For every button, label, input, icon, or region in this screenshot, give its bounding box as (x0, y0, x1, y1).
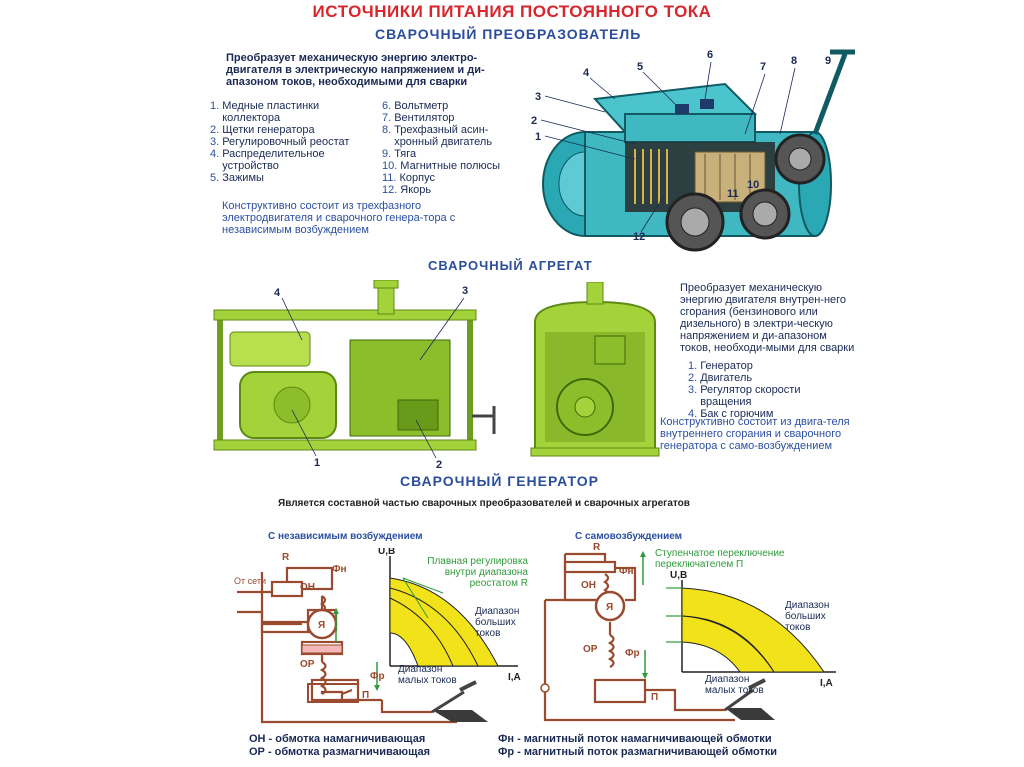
generator-heading: СВАРОЧНЫЙ ГЕНЕРАТОР (400, 473, 599, 489)
legend-item: 11.Корпус (382, 172, 435, 184)
legend-item: 12.Якорь (382, 184, 432, 196)
legend-item: 6.Вольтметр (382, 100, 449, 112)
converter-description: Преобразует механическую энергию электро… (226, 52, 485, 88)
legend-item: 7.Вентилятор (382, 112, 455, 124)
legend-item: 4.Бак с горючим (688, 408, 774, 420)
right-vi-chart: U,B I,A (666, 570, 836, 689)
legend-item: 3.Регулятор скорости вращения (688, 384, 801, 408)
converter-note: Конструктивно состоит из трехфазного эле… (222, 200, 456, 236)
label-P: П (651, 692, 658, 703)
label-fp: Фр (370, 671, 385, 682)
left-range-small: Диапазон малых токов (398, 664, 457, 686)
converter-legend-col1: 1.Медные пластинки коллектора 2.Щетки ге… (210, 100, 380, 184)
label-R: R (593, 542, 601, 553)
label-OH: ОН (581, 580, 596, 591)
footer-left-1: ОН - обмотка намагничивающая (249, 733, 426, 745)
aggregate-note: Конструктивно состоит из двига-теля внут… (660, 416, 850, 452)
legend-item: 3.Регулировочный реостат (210, 136, 350, 148)
legend-item: 10.Магнитные полюсы (382, 160, 501, 172)
callout-12: 12 (633, 231, 645, 243)
callout-1: 1 (314, 457, 320, 469)
footer-left-2: ОР - обмотка размагничивающая (249, 746, 431, 758)
converter-legend-col2: 6.Вольтметр 7.Вентилятор 8.Трехфазный ас… (382, 100, 532, 196)
aggregate-description: Преобразует механическую энергию двигате… (680, 282, 855, 354)
right-chart-note: Ступенчатое переключение переключателем … (655, 548, 785, 570)
callout-6: 6 (707, 49, 713, 61)
callout-3: 3 (462, 285, 468, 297)
left-range-big: Диапазон больших токов (475, 606, 520, 639)
callout-8: 8 (791, 55, 797, 67)
converter-heading: СВАРОЧНЫЙ ПРЕОБРАЗОВАТЕЛЬ (375, 26, 642, 42)
label-from-net: От сети (234, 576, 266, 586)
legend-item: 2.Щетки генератора (210, 124, 315, 136)
callout-1: 1 (535, 131, 541, 143)
legend-item: 1.Генератор (688, 360, 753, 372)
callout-3: 3 (535, 91, 541, 103)
label-ya: Я (606, 602, 613, 613)
right-circuit-diagram: R ОН Фн Я ОР Фр П (540, 542, 775, 722)
legend-item: 5.Зажимы (210, 172, 264, 184)
label-fn: Фн (619, 566, 634, 577)
label-OP: ОР (300, 659, 315, 670)
legend-item: 9.Тяга (382, 148, 417, 160)
label-P: П (362, 690, 369, 701)
callout-10: 10 (747, 179, 759, 191)
label-fp: Фр (625, 648, 640, 659)
aggregate-heading: СВАРОЧНЫЙ АГРЕГАТ (428, 258, 593, 273)
right-axis-y: U,B (670, 570, 687, 581)
callout-2: 2 (436, 459, 442, 471)
aggregate-front-illustration (530, 282, 660, 457)
footer-right-1: Фн - магнитный поток намагничивающей обм… (498, 733, 772, 745)
left-axis-y: U,B (378, 548, 395, 557)
aggregate-side-illustration: 4 3 1 2 (213, 280, 496, 471)
converter-callouts: 4 5 6 7 8 9 3 2 1 10 11 12 (531, 49, 831, 243)
left-vi-chart: U,B I,A (378, 548, 521, 683)
label-R: R (282, 552, 290, 563)
callout-9: 9 (825, 55, 831, 67)
callout-5: 5 (637, 61, 643, 73)
left-circuit-title: С независимым возбуждением (268, 531, 423, 542)
left-chart-note: Плавная регулировка внутри диапазона рео… (427, 556, 528, 589)
legend-item: 2.Двигатель (688, 372, 753, 384)
right-range-small: Диапазон малых токов (705, 674, 764, 696)
converter-illustration: 4 5 6 7 8 9 3 2 1 10 11 12 (531, 49, 855, 252)
left-circuit-diagram: R ОН Фн Я ОР Фр П От сети (234, 552, 488, 724)
legend-item: 1.Медные пластинки коллектора (210, 100, 320, 124)
label-fn: Фн (332, 564, 347, 575)
callout-2: 2 (531, 115, 537, 127)
legend-item: 4.Распределительное устройство (210, 148, 325, 172)
label-OH: ОН (300, 582, 315, 593)
right-circuit-title: С самовозбуждением (575, 531, 683, 542)
callout-4: 4 (274, 287, 281, 299)
footer-right-2: Фр - магнитный поток размагничивающей об… (498, 746, 778, 758)
right-axis-x: I,A (820, 678, 833, 689)
generator-subtitle: Является составной частью сварочных прео… (278, 498, 690, 509)
page-title: ИСТОЧНИКИ ПИТАНИЯ ПОСТОЯННОГО ТОКА (312, 2, 712, 21)
label-OP: ОР (583, 644, 598, 655)
right-range-big: Диапазон больших токов (785, 600, 830, 633)
callout-11: 11 (727, 188, 739, 200)
left-axis-x: I,A (508, 672, 521, 683)
callout-7: 7 (760, 61, 766, 73)
legend-item: 8.Трехфазный асин-хронный двигатель (382, 124, 493, 148)
callout-4: 4 (583, 67, 590, 79)
label-ya: Я (318, 620, 325, 631)
aggregate-legend: 1.Генератор 2.Двигатель 3.Регулятор скор… (688, 360, 838, 420)
